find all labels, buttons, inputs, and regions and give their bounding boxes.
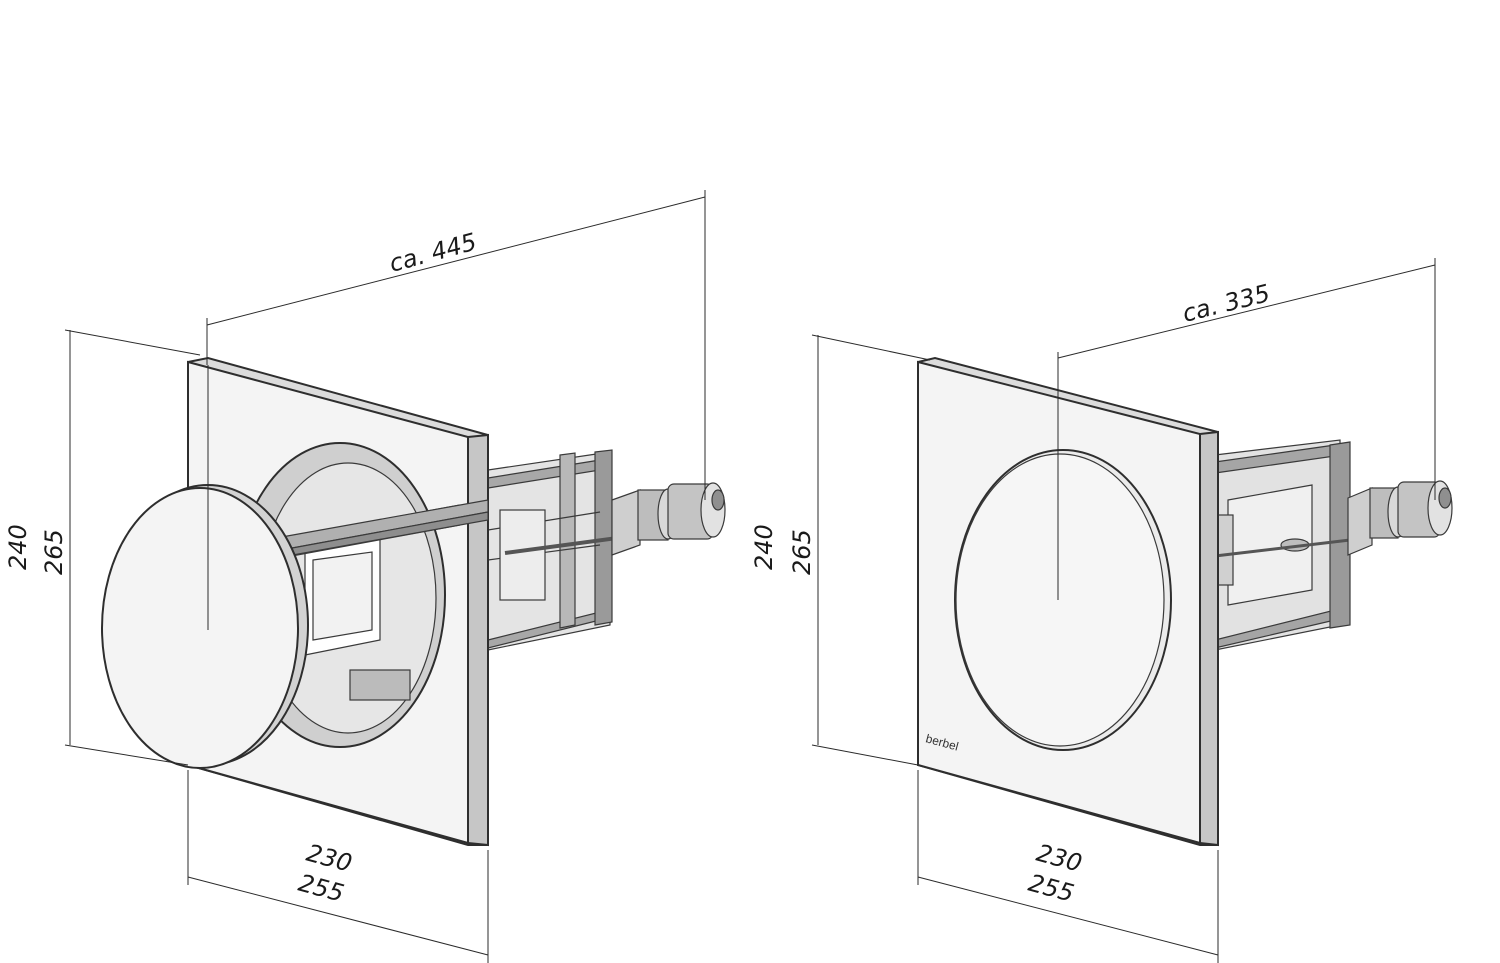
left-rear-frame <box>487 449 613 651</box>
right-rear-frame <box>1214 439 1351 651</box>
left-connector <box>504 482 726 556</box>
left-height-inner-label: 240 <box>4 524 32 570</box>
right-dimensions <box>811 258 1436 963</box>
left-cover-disc <box>101 365 309 769</box>
right-connector <box>1347 480 1453 556</box>
left-depth-label: ca. 445 <box>386 228 479 278</box>
right-unit: berbel ca. 335 240 265 230 255 <box>750 258 1453 963</box>
left-dimensions <box>64 190 706 963</box>
left-rails <box>264 499 489 561</box>
left-unit: ca. 445 240 265 230 255 <box>4 190 726 963</box>
right-height-outer-label: 265 <box>788 529 816 575</box>
right-height-inner-label: 240 <box>750 524 778 570</box>
right-flush-cover <box>954 352 1172 751</box>
right-depth-label: ca. 335 <box>1180 279 1273 328</box>
left-height-outer-label: 265 <box>40 529 68 575</box>
